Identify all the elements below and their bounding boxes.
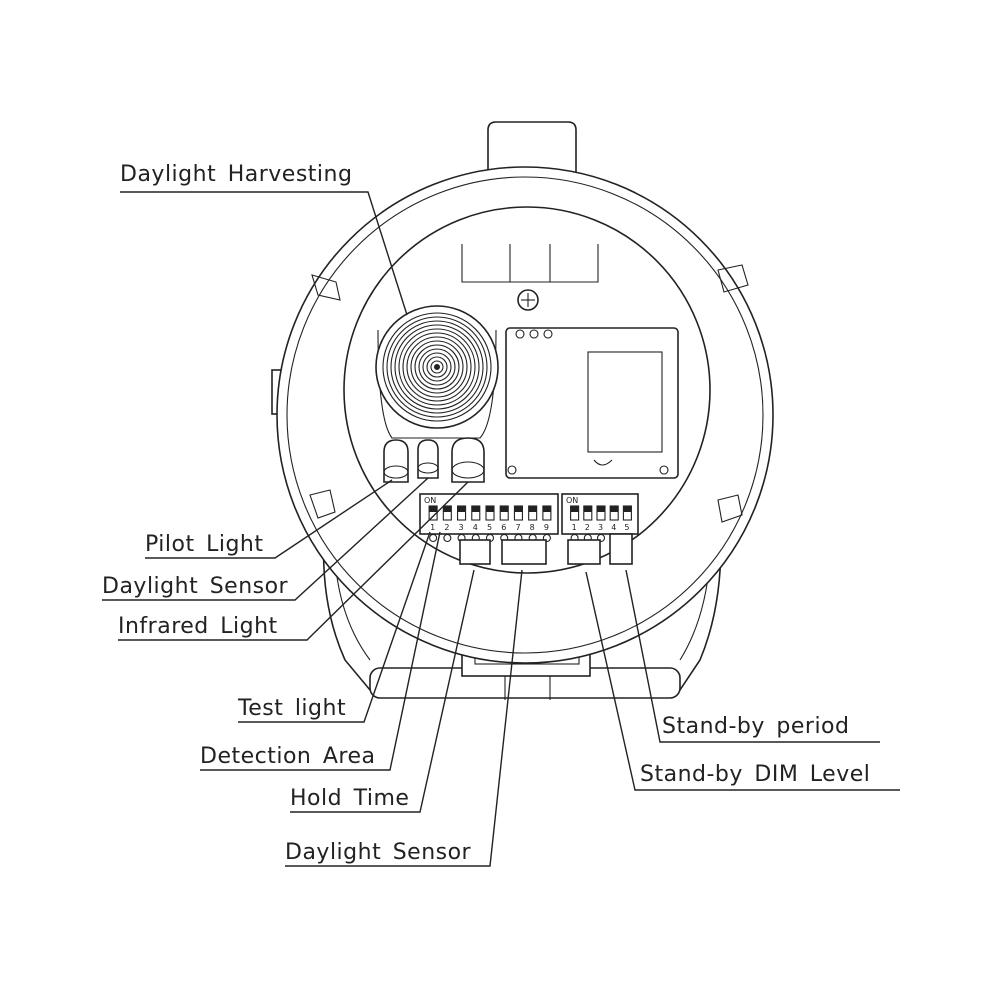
dip-contact [542, 533, 551, 543]
pot-hold-time [459, 539, 491, 565]
dip-number: 8 [530, 523, 535, 532]
dip-number: 5 [624, 523, 629, 532]
dip-toggle [443, 506, 452, 512]
leader-daylight-harvesting [120, 191, 408, 316]
sensor-ring [410, 340, 464, 394]
dip-toggle [623, 506, 632, 512]
dip-header: ON [424, 496, 436, 505]
dip-toggle [500, 506, 509, 512]
sensor-ring [394, 324, 480, 410]
daylight-harvesting-sensor [375, 305, 499, 429]
dip-toggle [514, 506, 523, 512]
label-test-light: Test light [238, 696, 347, 721]
dip-toggle [429, 506, 438, 512]
sensor-ring [382, 312, 492, 422]
leader-daylight-sensor-bottom [285, 569, 523, 867]
leader-test-light [238, 531, 431, 723]
dip-number: 2 [585, 523, 590, 532]
dip-frame [561, 493, 639, 535]
dip-toggle [610, 506, 619, 512]
dip-toggle [570, 506, 579, 512]
leader-detection-area [200, 531, 441, 771]
pot-daylight-sensor [501, 539, 547, 565]
dip-number: 5 [487, 523, 492, 532]
dip-toggle [542, 506, 551, 512]
leader-standby-period [625, 569, 880, 743]
dip-number: 2 [444, 523, 449, 532]
sensor-ring [418, 348, 456, 386]
dip-number: 4 [473, 523, 478, 532]
label-daylight-sensor-left: Daylight Sensor [102, 574, 289, 599]
dip-number: 7 [515, 523, 520, 532]
leader-infrared-light [118, 481, 469, 641]
dip-toggle [457, 506, 466, 512]
board-chip [587, 351, 663, 453]
label-detection-area: Detection Area [200, 744, 376, 769]
sensor-ring [430, 360, 444, 374]
dip-number: 4 [611, 523, 616, 532]
circuit-board [505, 327, 679, 479]
sensor-ring [422, 352, 452, 382]
pot-standby-period [609, 533, 633, 565]
dip-number: 3 [459, 523, 464, 532]
leader-hold-time [290, 569, 475, 813]
sensor-ring [402, 332, 472, 402]
dip-header: ON [566, 496, 578, 505]
daylight-sensor-led [417, 439, 439, 479]
leader-standby-dim [585, 571, 900, 791]
sensor-ring [398, 328, 476, 406]
leader-pilot-light [145, 479, 393, 559]
leader-daylight-sensor-left [102, 477, 429, 601]
dip-number: 1 [430, 523, 435, 532]
label-standby-period: Stand-by period [662, 714, 850, 739]
sensor-ring [406, 336, 468, 398]
label-standby-dim-level: Stand-by DIM Level [640, 762, 871, 787]
dip-toggle [597, 506, 605, 512]
sensor-ring [426, 356, 448, 378]
dip-number: 3 [598, 523, 603, 532]
label-daylight-harvesting: Daylight Harvesting [120, 162, 353, 187]
label-daylight-sensor-bottom: Daylight Sensor [285, 840, 472, 865]
label-hold-time: Hold Time [290, 786, 410, 811]
dip-contact [443, 533, 452, 543]
dip-toggle [471, 506, 480, 512]
sensor-ring [390, 320, 484, 414]
dip-number: 1 [572, 523, 577, 532]
label-pilot-light: Pilot Light [145, 532, 264, 557]
dip-toggle [486, 506, 494, 512]
dip-number: 9 [544, 523, 549, 532]
pilot-light-led [383, 439, 409, 483]
dip-contact [429, 533, 438, 543]
dip-toggle [583, 506, 592, 512]
sensor-ring [414, 344, 460, 390]
dip-number: 6 [501, 523, 506, 532]
label-infrared-light: Infrared Light [118, 614, 278, 639]
infrared-light-led [451, 437, 485, 483]
pot-standby-dim [567, 539, 601, 565]
dip-toggle [528, 506, 537, 512]
dip-contact [596, 533, 606, 543]
sensor-ring [386, 316, 488, 418]
